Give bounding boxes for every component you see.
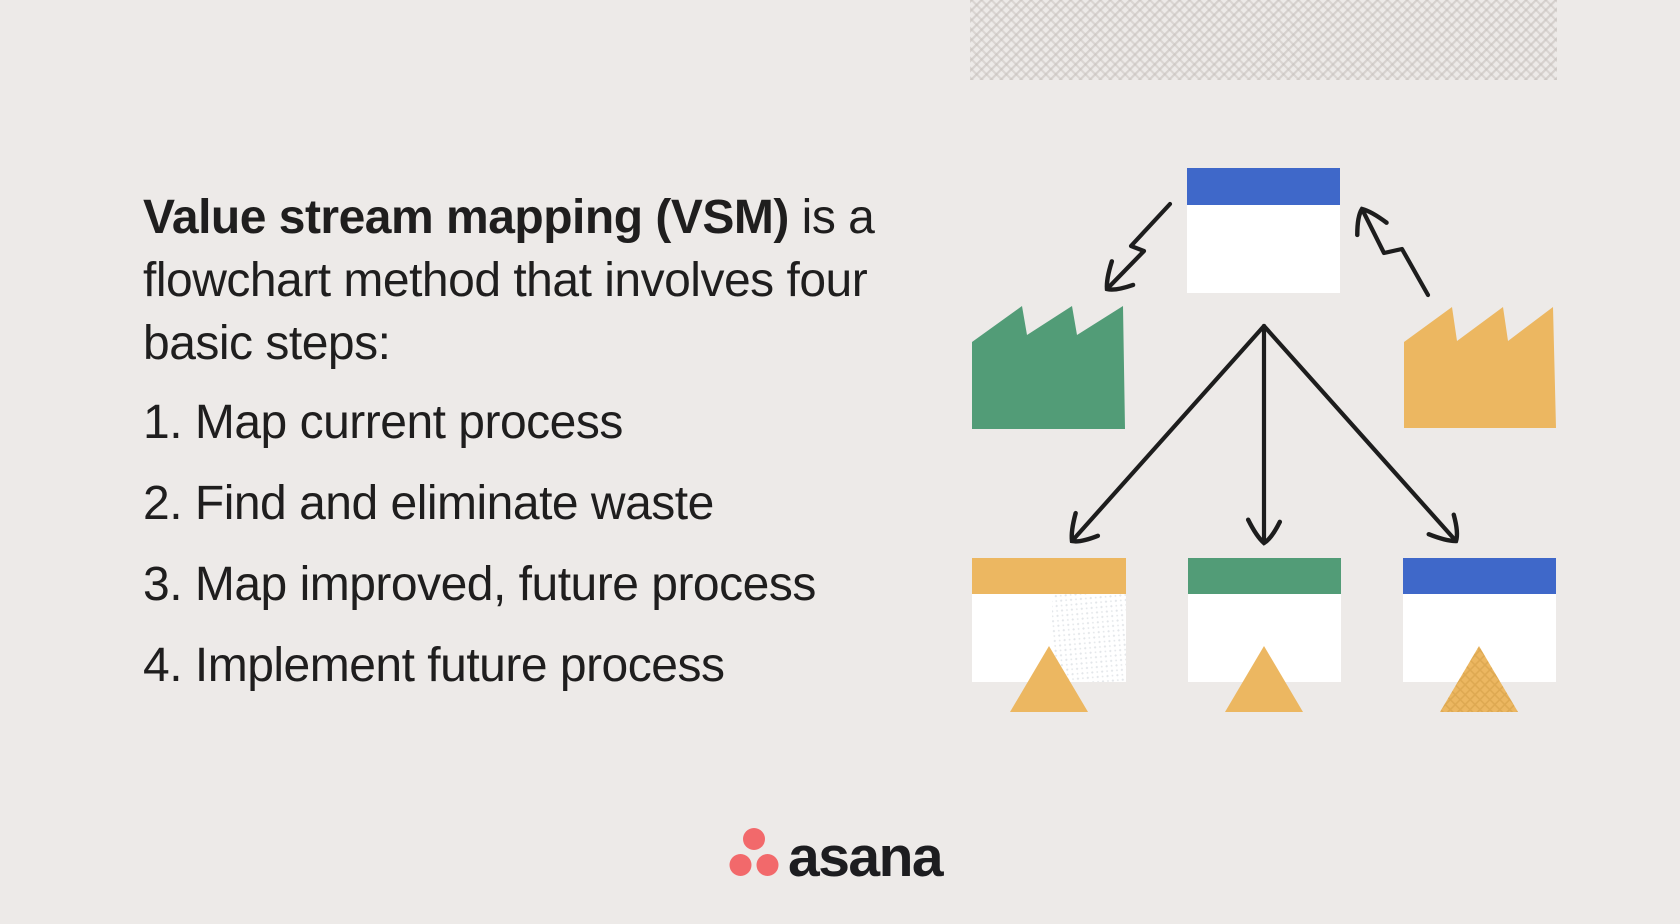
asana-logo: asana [729,816,944,890]
bottom-card-1-header [972,558,1126,594]
top-card [1187,168,1340,293]
asana-dot [743,828,765,850]
step-item-3: 3. Map improved, future process [143,558,816,611]
intro-bold: Value stream mapping (VSM) [143,191,789,244]
step-item-4: 4. Implement future process [143,639,725,692]
fan-arrow-right [1261,323,1460,544]
step-item-2: 2. Find and eliminate waste [143,477,714,530]
top-card-header [1187,168,1340,205]
lightning-arrow-left-icon [1104,201,1173,292]
bottom-card-1-texture [1052,594,1126,682]
steps-list: 1. Map current process 2. Find and elimi… [143,382,816,706]
asana-dot [756,854,779,876]
bottom-card-2 [1188,558,1341,712]
lightning-arrow-right-icon [1355,206,1431,298]
asana-dot [729,854,752,876]
bottom-card-3 [1403,558,1556,712]
bottom-card-3-header [1403,558,1556,594]
texture-band [970,0,1557,80]
asana-wordmark: asana [788,825,944,889]
triangle-marker-3-texture [1440,646,1518,712]
bottom-card-2-header [1188,558,1341,594]
triangle-marker-1 [1010,646,1088,712]
step-item-1: 1. Map current process [143,396,623,449]
texture-band-layer [970,0,1557,80]
triangle-marker-2 [1225,646,1303,712]
bottom-card-1 [972,558,1126,712]
factory-orange-icon [1404,307,1556,428]
fan-arrow-left [1069,323,1267,544]
factory-green-icon [972,306,1125,429]
asana-dots-icon [729,828,779,876]
intro-text: Value stream mapping (VSM) is a flowchar… [143,186,913,375]
intro-regular: is a flowchart method that involves four… [143,191,875,370]
